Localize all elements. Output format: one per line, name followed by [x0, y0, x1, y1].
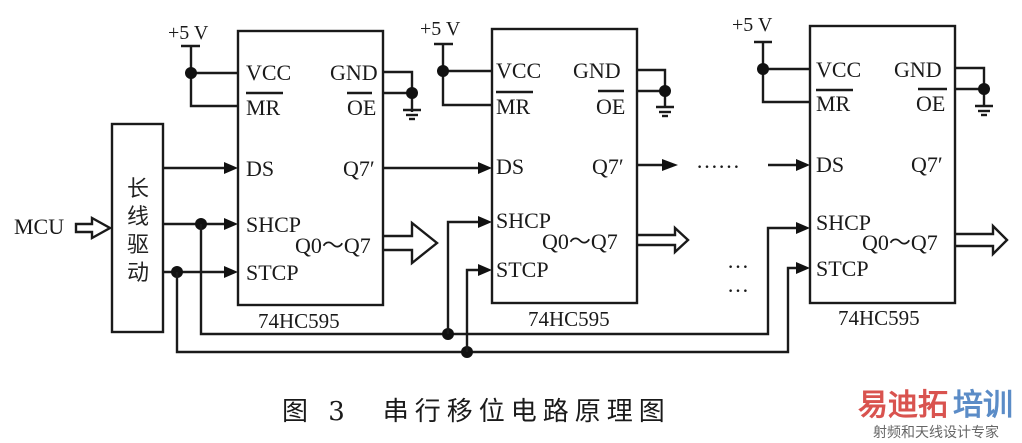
chip-1-q7: Q7′	[343, 156, 375, 181]
chip-2-parallel-out-arrow	[637, 225, 690, 255]
shcp-branch-2	[446, 220, 484, 334]
watermark-tagline: 射频和天线设计专家	[873, 424, 999, 441]
shcp-arrow-1	[224, 218, 238, 230]
chip-2-ds: DS	[496, 154, 524, 179]
figure-caption: 图 3 串行移位电路原理图	[282, 397, 671, 427]
chip-1-oe: OE	[347, 95, 376, 120]
driver-char-4: 动	[127, 261, 149, 286]
chip-2-vcc: VCC	[496, 58, 541, 83]
driver-char-3: 驱	[127, 233, 149, 258]
chip-3: +5 V VCC MR GND OE DS Q7′ SHCP Q0～Q7 STC…	[732, 14, 1009, 330]
chip-3-ground-junction	[978, 83, 990, 95]
chip-1-vcc: VCC	[246, 60, 291, 85]
stcp-arrow-3	[796, 262, 810, 274]
mcu-label: MCU	[14, 214, 64, 239]
driver-char-1: 长	[127, 177, 149, 202]
chip-1-mr: MR	[246, 95, 281, 120]
chip-2-power-wire	[441, 44, 492, 107]
chip-2-shcp: SHCP	[496, 208, 551, 233]
chip-2-oe: OE	[596, 94, 625, 119]
chip-1-ground-junction	[406, 87, 418, 99]
chip-1-shcp: SHCP	[246, 212, 301, 237]
shcp-ellipsis: …	[727, 248, 749, 273]
chip-1-part-number: 74HC595	[258, 309, 340, 333]
chip-1-stcp: STCP	[246, 260, 299, 285]
ds-arrow-1	[224, 162, 238, 174]
watermark-logo: 易迪拓 培训 射频和天线设计专家	[858, 388, 1013, 441]
chip-2-gnd: GND	[573, 58, 621, 83]
chip-2-part-number: 74HC595	[528, 307, 610, 331]
chip-3-body	[808, 24, 957, 305]
chain-arrow-3-in	[796, 159, 810, 171]
chip-3-ds: DS	[816, 152, 844, 177]
watermark-brand-b: 培训	[953, 388, 1013, 423]
chip-2-q-outputs: Q0～Q7	[542, 229, 618, 254]
shcp-arrow-2	[478, 216, 492, 228]
mcu-bus-arrow	[74, 215, 113, 241]
chain-arrow-2-out	[662, 159, 678, 171]
chip-1-ds: DS	[246, 156, 274, 181]
chip-3-oe: OE	[916, 91, 945, 116]
chip-2-ground-junction	[659, 85, 671, 97]
chip-3-power-wire	[761, 42, 810, 104]
stcp-arrow-1	[224, 266, 238, 278]
chain-ellipsis: ……	[696, 148, 740, 173]
watermark-brand-a: 易迪拓	[858, 388, 948, 423]
chip-1-power-wire	[189, 46, 238, 108]
chip-3-vcc: VCC	[816, 57, 861, 82]
ground-icon	[656, 105, 674, 118]
chip-2-power-label: +5 V	[420, 18, 461, 40]
chip-3-part-number: 74HC595	[838, 306, 920, 330]
chip-1-q-outputs: Q0～Q7	[295, 233, 371, 258]
chip-2-mr: MR	[496, 94, 531, 119]
chip-3-gnd: GND	[894, 57, 942, 82]
ground-icon	[403, 108, 421, 121]
chip-1-power-label: +5 V	[168, 22, 209, 44]
stcp-branch-2	[465, 268, 484, 352]
chip-3-stcp: STCP	[816, 256, 869, 281]
chip-3-shcp: SHCP	[816, 210, 871, 235]
chip-3-power-label: +5 V	[732, 14, 773, 36]
chip-2: +5 V VCC MR GND OE DS Q7′ SHCP Q0～Q7 STC…	[420, 18, 690, 331]
chip-1-power-junction	[185, 67, 197, 79]
shcp-bus	[199, 224, 800, 336]
chip-3-parallel-out-arrow	[955, 223, 1009, 257]
stcp-ellipsis: …	[727, 272, 749, 297]
chip-3-q-outputs: Q0～Q7	[862, 230, 938, 255]
driver-char-2: 线	[127, 205, 149, 230]
chip-3-q7: Q7′	[911, 152, 943, 177]
stcp-bus	[175, 266, 800, 354]
chain-arrow-1-2	[478, 162, 492, 174]
chip-3-power-junction	[757, 63, 769, 75]
chip-2-q7: Q7′	[592, 154, 624, 179]
chip-2-power-junction	[437, 65, 449, 77]
chip-1-parallel-out-arrow	[383, 220, 439, 266]
chip-2-stcp: STCP	[496, 257, 549, 282]
chip-1-gnd: GND	[330, 60, 378, 85]
chip-1: +5 V VCC MR GND OE DS Q7′ SHCP Q0～Q7 STC…	[168, 22, 439, 333]
line-driver-block	[110, 122, 165, 334]
ground-icon	[975, 104, 993, 117]
stcp-arrow-2	[478, 264, 492, 276]
chip-3-mr: MR	[816, 91, 851, 116]
shcp-arrow-3	[796, 222, 810, 234]
